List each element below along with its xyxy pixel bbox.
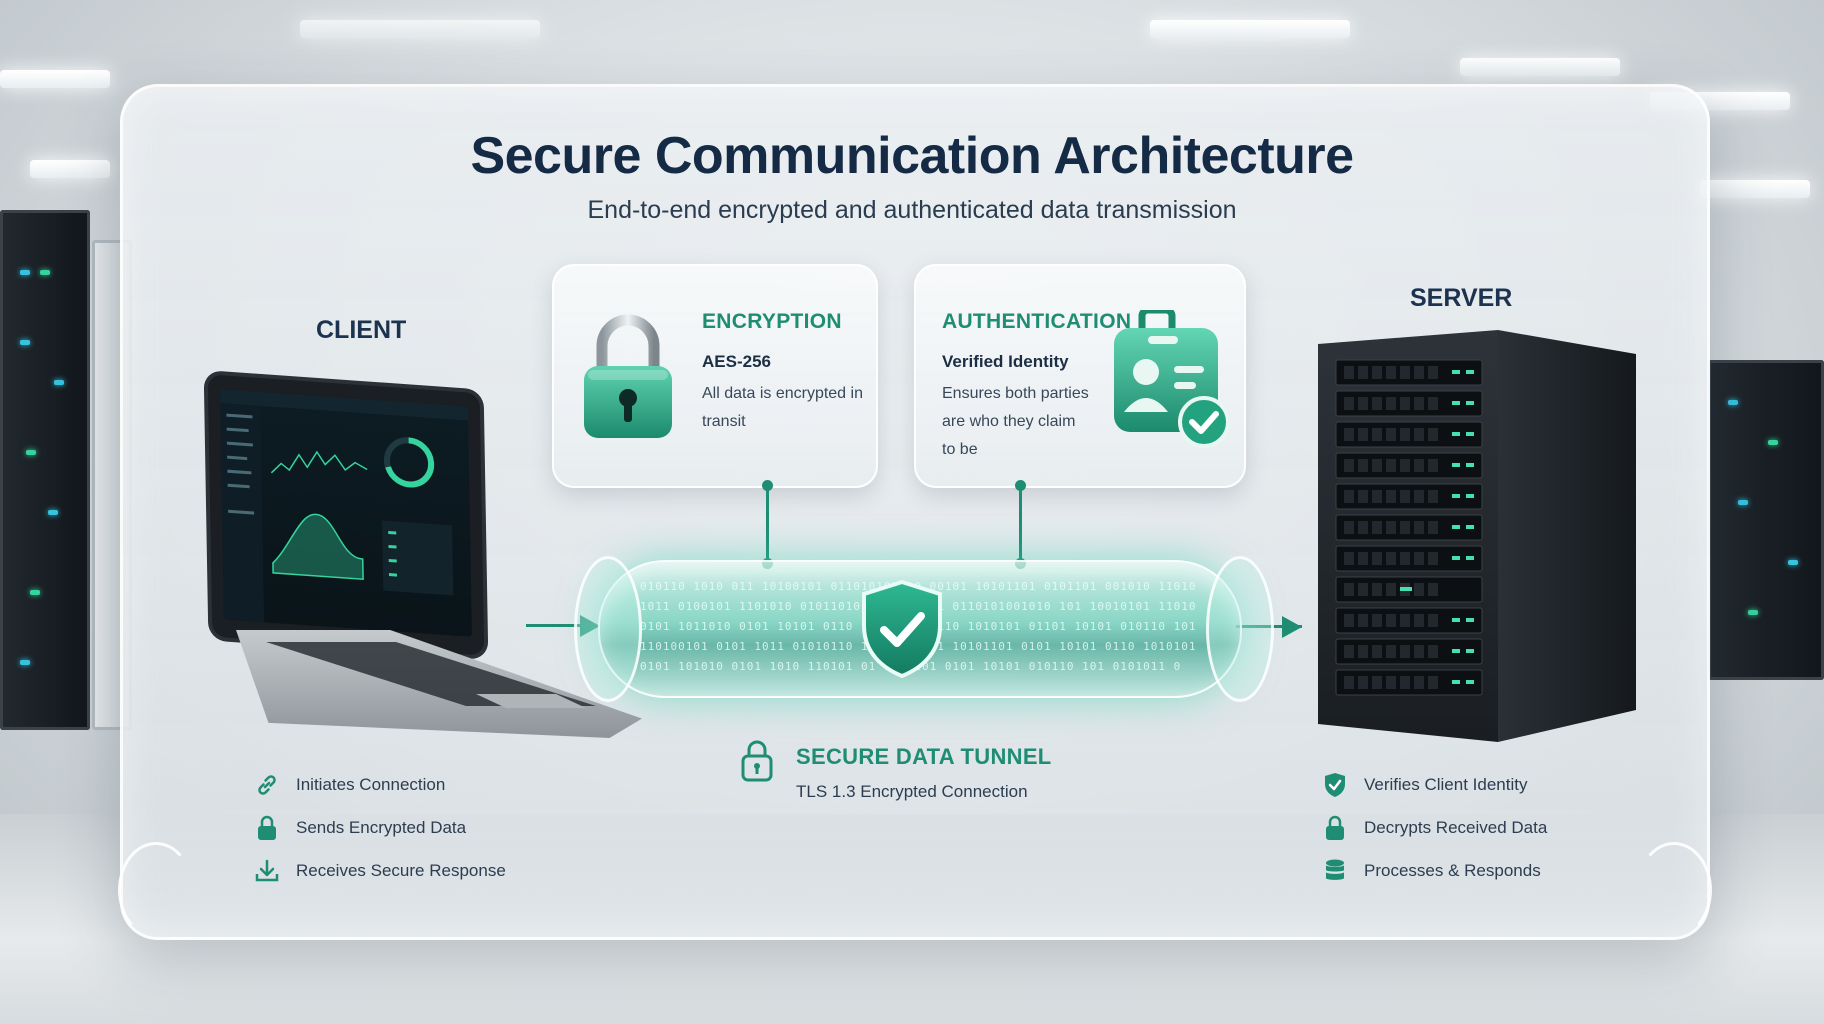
shield-check-icon xyxy=(862,580,942,678)
panel-corner-decoration xyxy=(1636,842,1712,938)
laptop-screen xyxy=(207,374,485,656)
encryption-subtitle: AES-256 xyxy=(702,352,771,371)
status-led xyxy=(1452,556,1460,560)
encryption-description: All data is encrypted in transit xyxy=(702,385,863,430)
status-led xyxy=(1452,432,1460,436)
lock-icon xyxy=(1320,813,1350,843)
lock-icon xyxy=(252,813,282,843)
client-label: CLIENT xyxy=(316,316,407,344)
client-feature-text: Initiates Connection xyxy=(296,775,446,794)
status-led xyxy=(1452,525,1460,529)
status-led xyxy=(1466,556,1474,560)
status-led xyxy=(1466,401,1474,405)
status-led xyxy=(1452,463,1460,467)
status-led xyxy=(1466,370,1474,374)
tunnel-title: SECURE DATA TUNNEL xyxy=(796,744,1052,769)
encryption-card: ENCRYPTION AES-256 All data is encrypted… xyxy=(552,264,878,488)
status-led xyxy=(1466,680,1474,684)
padlock-icon xyxy=(584,314,672,438)
status-led xyxy=(1452,370,1460,374)
ceiling-light xyxy=(300,20,540,38)
server-feature-item: Processes & Responds xyxy=(1320,856,1541,886)
panel-corner-decoration xyxy=(118,842,194,938)
ceiling-light xyxy=(0,70,110,88)
status-led xyxy=(1452,494,1460,498)
server-tower-illustration xyxy=(1318,330,1636,742)
status-led xyxy=(1466,618,1474,622)
status-led xyxy=(1466,525,1474,529)
page-subtitle: End-to-end encrypted and authenticated d… xyxy=(587,196,1237,224)
client-feature-item: Sends Encrypted Data xyxy=(252,813,466,843)
status-led xyxy=(1466,649,1474,653)
id-badge-icon xyxy=(1114,310,1230,448)
laptop-dashboard xyxy=(219,389,472,637)
server-feature-item: Verifies Client Identity xyxy=(1320,770,1527,800)
server-feature-text: Processes & Responds xyxy=(1364,861,1541,880)
status-led xyxy=(1452,618,1460,622)
ceiling-light xyxy=(1700,180,1810,198)
status-led xyxy=(1466,494,1474,498)
lock-outline-icon xyxy=(741,740,773,782)
authentication-card: AUTHENTICATION Verified Identity Ensures… xyxy=(914,264,1246,488)
tunnel-end-right xyxy=(1206,556,1274,702)
ceiling-light xyxy=(1460,58,1620,76)
encryption-connector xyxy=(766,486,769,562)
shield-check-icon xyxy=(1320,770,1350,800)
status-led xyxy=(1466,432,1474,436)
dashboard-graphic xyxy=(219,389,469,623)
server-feature-text: Decrypts Received Data xyxy=(1364,818,1548,837)
status-led xyxy=(1452,649,1460,653)
server-rack xyxy=(0,210,90,730)
status-led xyxy=(1466,463,1474,467)
connector-dot xyxy=(762,480,773,491)
page-title: Secure Communication Architecture xyxy=(470,127,1354,185)
download-icon xyxy=(252,856,282,886)
client-feature-text: Sends Encrypted Data xyxy=(296,818,467,837)
tunnel-subtitle: TLS 1.3 Encrypted Connection xyxy=(796,782,1028,801)
database-icon xyxy=(1320,856,1350,886)
server-feature-text: Verifies Client Identity xyxy=(1364,775,1528,794)
client-feature-text: Receives Secure Response xyxy=(296,861,506,880)
outbound-arrow-head xyxy=(1282,616,1302,638)
laptop-keyboard xyxy=(266,642,596,708)
status-led xyxy=(1400,587,1412,591)
encryption-title: ENCRYPTION xyxy=(702,310,842,333)
server-label: SERVER xyxy=(1410,284,1513,312)
server-rack xyxy=(1708,360,1824,680)
authentication-connector xyxy=(1019,486,1022,562)
tunnel-end-left xyxy=(574,556,642,702)
inbound-arrow-line xyxy=(526,624,586,627)
authentication-subtitle: Verified Identity xyxy=(942,352,1069,371)
status-led xyxy=(1452,680,1460,684)
status-led xyxy=(1452,401,1460,405)
ceiling-light xyxy=(1150,20,1350,38)
client-feature-item: Initiates Connection xyxy=(252,770,445,800)
connector-dot xyxy=(1015,480,1026,491)
server-feature-item: Decrypts Received Data xyxy=(1320,813,1547,843)
authentication-title: AUTHENTICATION xyxy=(942,310,1132,333)
ceiling-light xyxy=(30,160,110,178)
link-icon xyxy=(252,770,282,800)
authentication-description: Ensures both parties are who they claim … xyxy=(942,385,1089,458)
client-feature-item: Receives Secure Response xyxy=(252,856,506,886)
